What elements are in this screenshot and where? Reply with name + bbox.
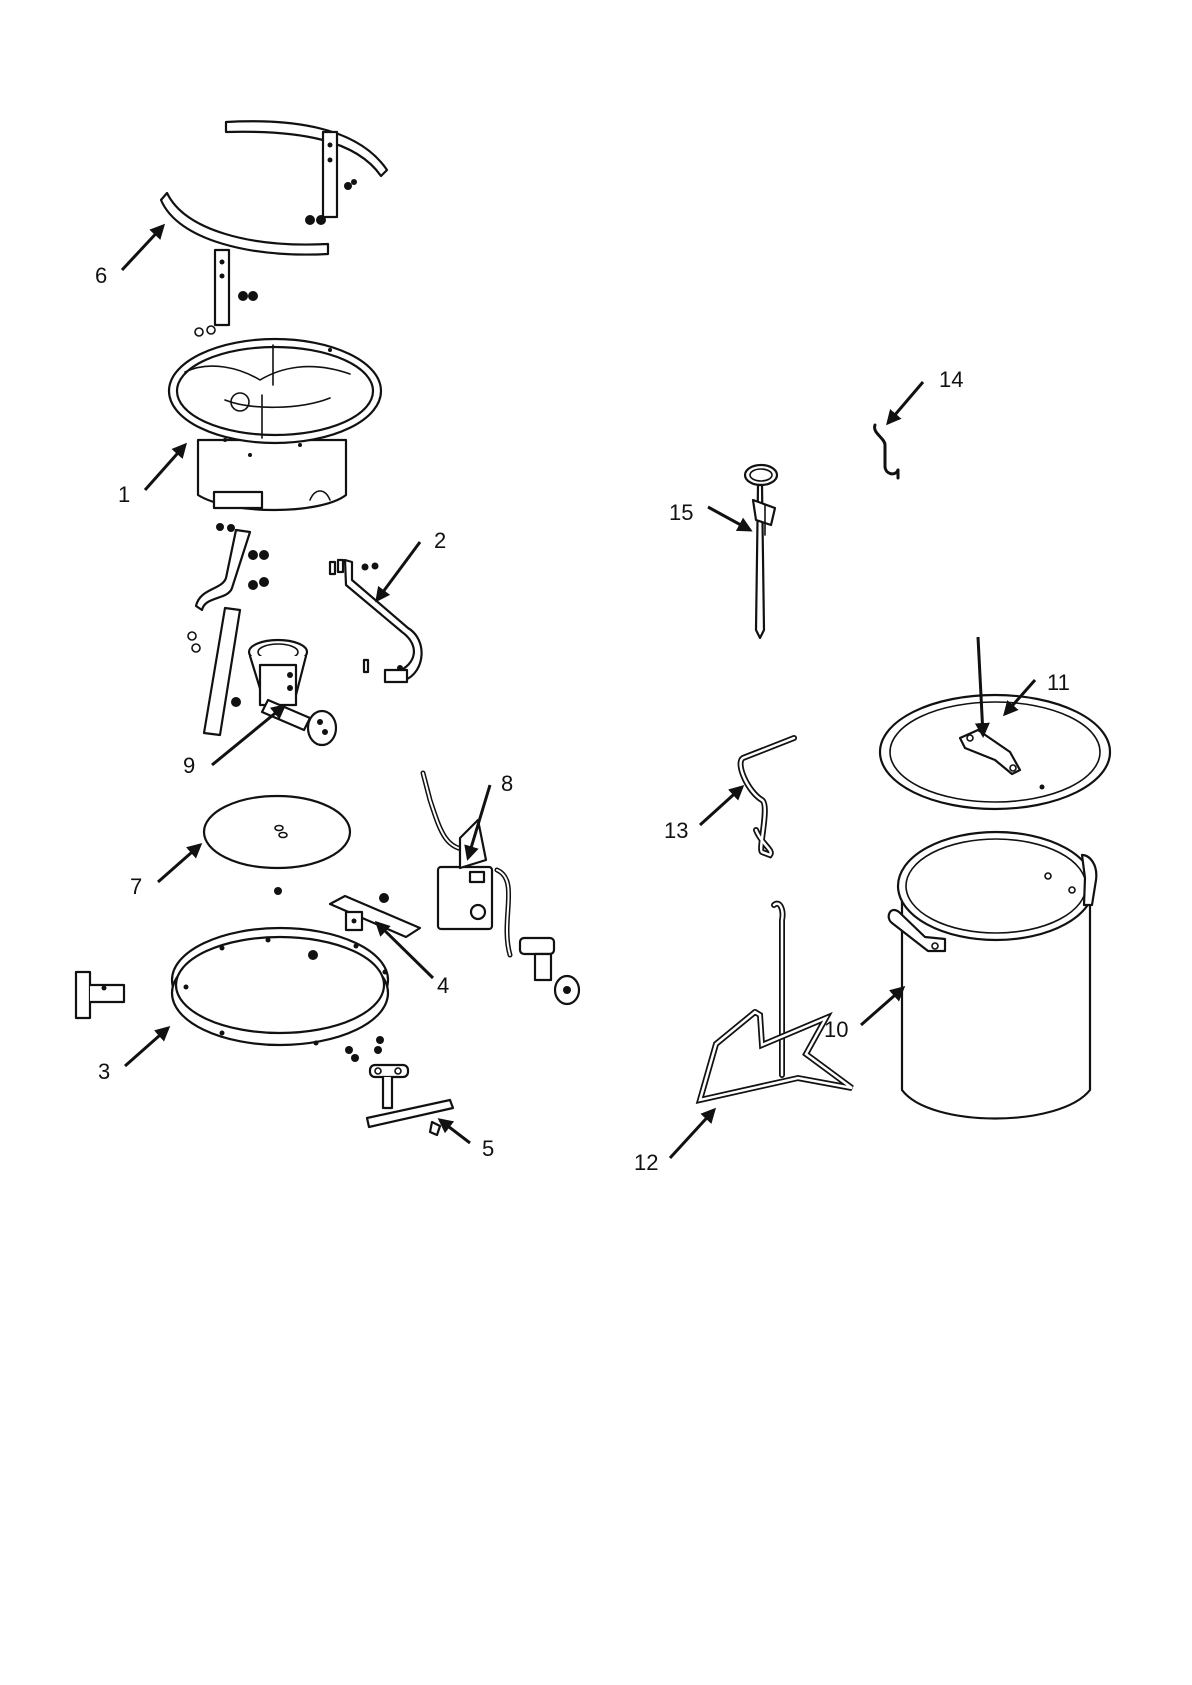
part-5-foot-bracket	[345, 1036, 453, 1135]
callout-label-14: 14	[939, 367, 963, 392]
part-7-heat-shield	[204, 796, 350, 895]
part-15-thermometer	[745, 465, 777, 638]
part-1-top-ring	[169, 339, 381, 510]
part-10-stock-pot	[889, 832, 1097, 1119]
part-8-gas-regulator	[423, 773, 579, 1004]
part-9-burner-legs	[188, 523, 336, 745]
part-6-wind-guard	[161, 121, 387, 336]
callout-label-5: 5	[482, 1136, 494, 1161]
callout-label-15: 15	[669, 500, 693, 525]
part-3-base-ring	[76, 928, 388, 1046]
part-13-lifting-hook	[741, 738, 794, 855]
part-11-pot-lid	[880, 695, 1110, 809]
callout-label-8: 8	[501, 771, 513, 796]
part-12-poultry-rack	[700, 904, 852, 1100]
callout-label-12: 12	[634, 1150, 658, 1175]
callout-label-7: 7	[130, 874, 142, 899]
part-14-hook	[875, 425, 898, 478]
callout-label-2: 2	[434, 528, 446, 553]
callout-label-6: 6	[95, 263, 107, 288]
callout-label-1: 1	[118, 482, 130, 507]
callout-label-10: 10	[824, 1017, 848, 1042]
part-4-bracket	[330, 893, 420, 937]
callout-label-3: 3	[98, 1059, 110, 1084]
part-2-side-leg	[330, 560, 422, 682]
callout-label-11: 11	[1047, 670, 1070, 695]
callout-label-9: 9	[183, 753, 195, 778]
callout-label-4: 4	[437, 973, 449, 998]
callout-label-13: 13	[664, 818, 688, 843]
